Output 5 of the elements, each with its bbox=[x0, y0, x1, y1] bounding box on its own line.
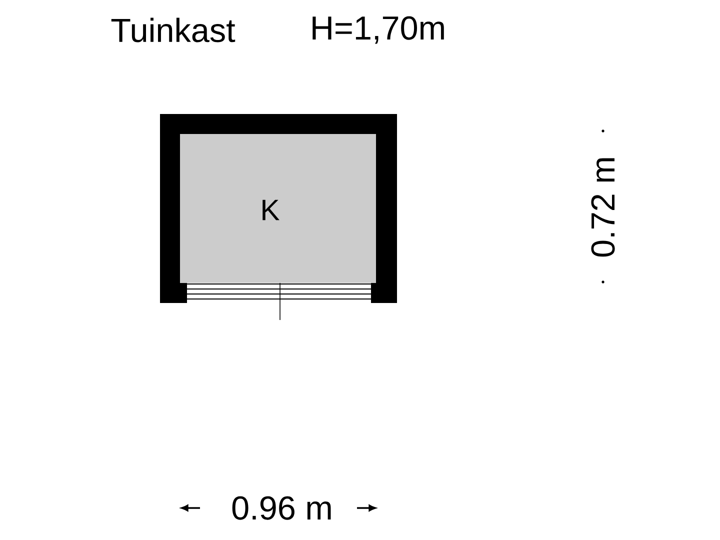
height-label: H=1,70m bbox=[312, 16, 444, 44]
room-area: K bbox=[180, 134, 376, 283]
title-text: Tuinkast bbox=[111, 18, 236, 42]
dimension-label: 0.96 m bbox=[232, 496, 331, 520]
dimension-label: 0.72 m bbox=[591, 158, 615, 257]
